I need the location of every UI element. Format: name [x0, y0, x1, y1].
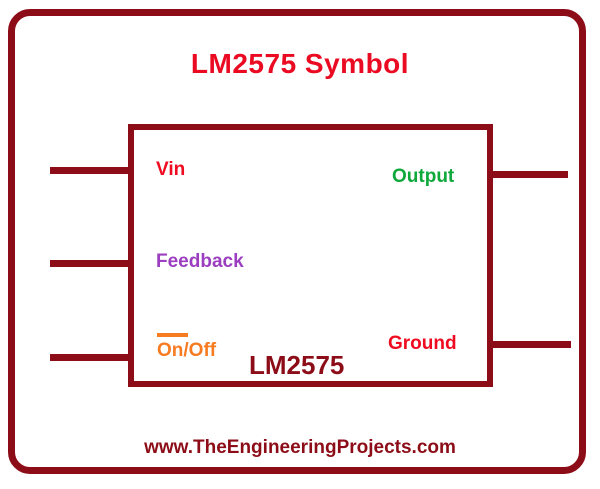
pin-label-on-off-text: On/Off	[157, 340, 217, 361]
pin-wire-ground	[489, 341, 571, 348]
part-number-label: LM2575	[249, 350, 345, 380]
ic-body-rectangle	[128, 124, 493, 387]
pin-label-ground: Ground	[388, 333, 457, 354]
diagram-title: LM2575 Symbol	[190, 48, 410, 79]
on-off-overbar-group: On/Off	[157, 333, 217, 361]
pin-wire-vin	[50, 167, 135, 174]
pin-label-output: Output	[392, 166, 455, 187]
active-low-overbar-icon	[157, 333, 188, 337]
pin-wire-output	[489, 171, 568, 178]
pin-label-feedback: Feedback	[156, 251, 244, 272]
pin-label-vin: Vin	[156, 159, 186, 180]
pin-label-on-off: On/Off	[157, 333, 217, 361]
outer-border-frame	[8, 9, 586, 474]
footer-watermark-url: www.TheEngineeringProjects.com	[144, 437, 456, 458]
pin-wire-on-off	[50, 354, 135, 361]
pin-wire-feedback	[50, 260, 135, 267]
